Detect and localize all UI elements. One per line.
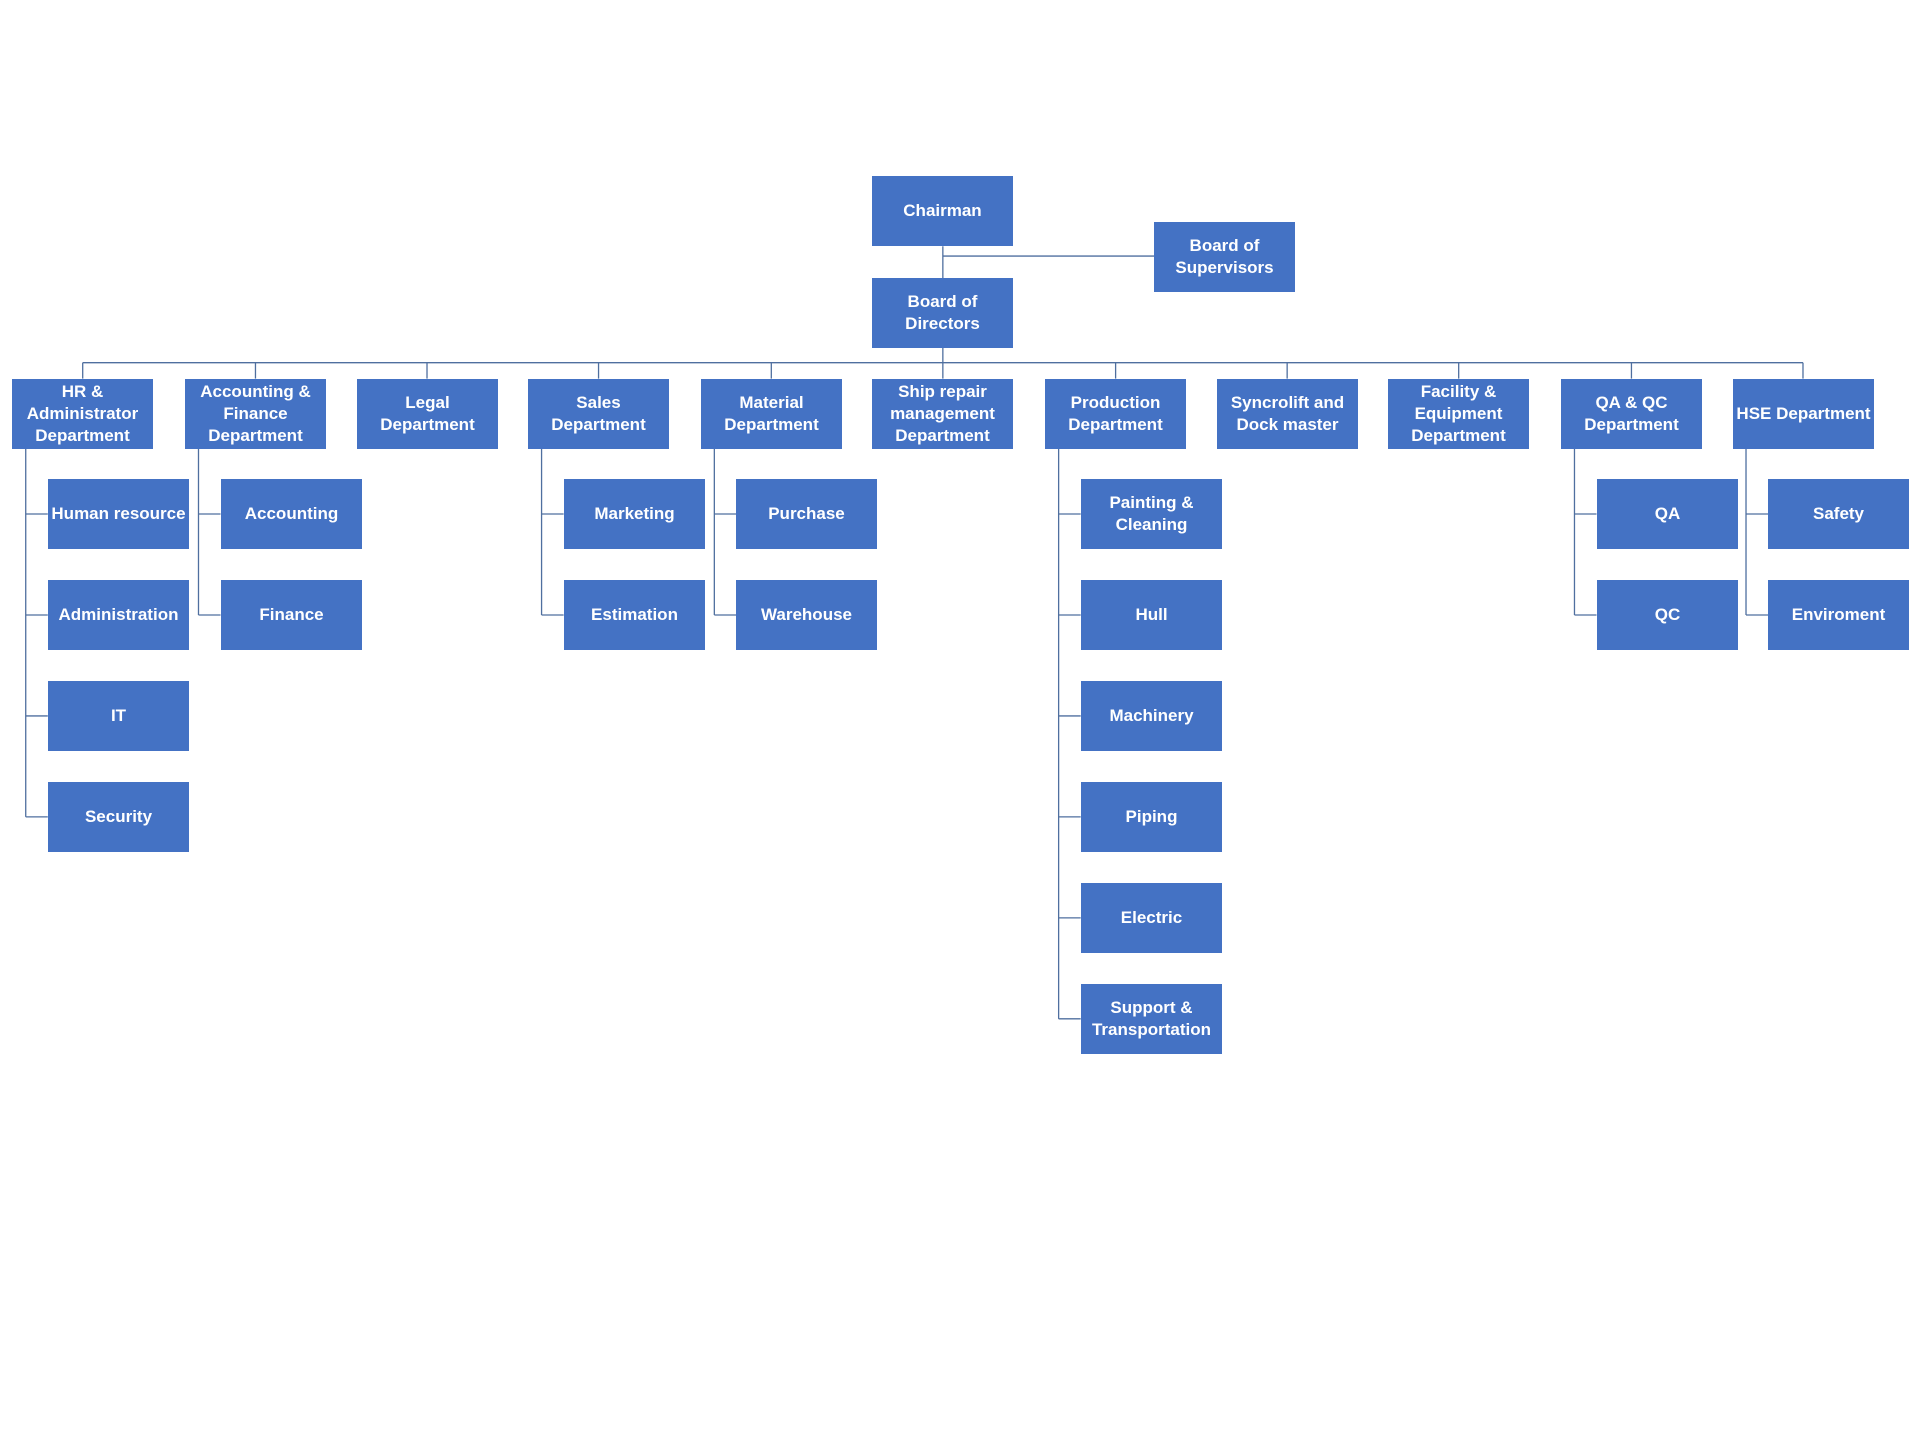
sub-unit-box-hull: Hull [1081, 580, 1222, 650]
sub-unit-box-warehouse: Warehouse [736, 580, 877, 650]
sub-unit-box-qa: QA [1597, 479, 1738, 549]
sub-unit-box-support-transportation: Support & Transportation [1081, 984, 1222, 1054]
sub-unit-box-human-resource: Human resource [48, 479, 189, 549]
department-box-hse: HSE Department [1733, 379, 1874, 449]
sub-unit-box-security: Security [48, 782, 189, 852]
department-box-facility: Facility & Equipment Department [1388, 379, 1529, 449]
sub-unit-box-safety: Safety [1768, 479, 1909, 549]
sub-unit-box-it: IT [48, 681, 189, 751]
sub-unit-box-purchase: Purchase [736, 479, 877, 549]
department-box-syncrolift: Syncrolift and Dock master [1217, 379, 1358, 449]
chairman-box: Chairman [872, 176, 1013, 246]
sub-unit-box-painting-cleaning: Painting & Cleaning [1081, 479, 1222, 549]
sub-unit-box-machinery: Machinery [1081, 681, 1222, 751]
sub-unit-box-estimation: Estimation [564, 580, 705, 650]
board-of-supervisors-box: Board of Supervisors [1154, 222, 1295, 292]
department-box-sales: Sales Department [528, 379, 669, 449]
sub-unit-box-administration: Administration [48, 580, 189, 650]
sub-unit-box-piping: Piping [1081, 782, 1222, 852]
sub-unit-box-marketing: Marketing [564, 479, 705, 549]
department-box-acc: Accounting & Finance Department [185, 379, 326, 449]
sub-unit-box-accounting: Accounting [221, 479, 362, 549]
sub-unit-box-enviroment: Enviroment [1768, 580, 1909, 650]
department-box-production: Production Department [1045, 379, 1186, 449]
board-of-directors-box: Board of Directors [872, 278, 1013, 348]
department-box-material: Material Department [701, 379, 842, 449]
department-box-shiprepair: Ship repair management Department [872, 379, 1013, 449]
sub-unit-box-electric: Electric [1081, 883, 1222, 953]
sub-unit-box-finance: Finance [221, 580, 362, 650]
department-box-hr: HR & Administrator Department [12, 379, 153, 449]
department-box-legal: Legal Department [357, 379, 498, 449]
department-box-qaqc: QA & QC Department [1561, 379, 1702, 449]
sub-unit-box-qc: QC [1597, 580, 1738, 650]
